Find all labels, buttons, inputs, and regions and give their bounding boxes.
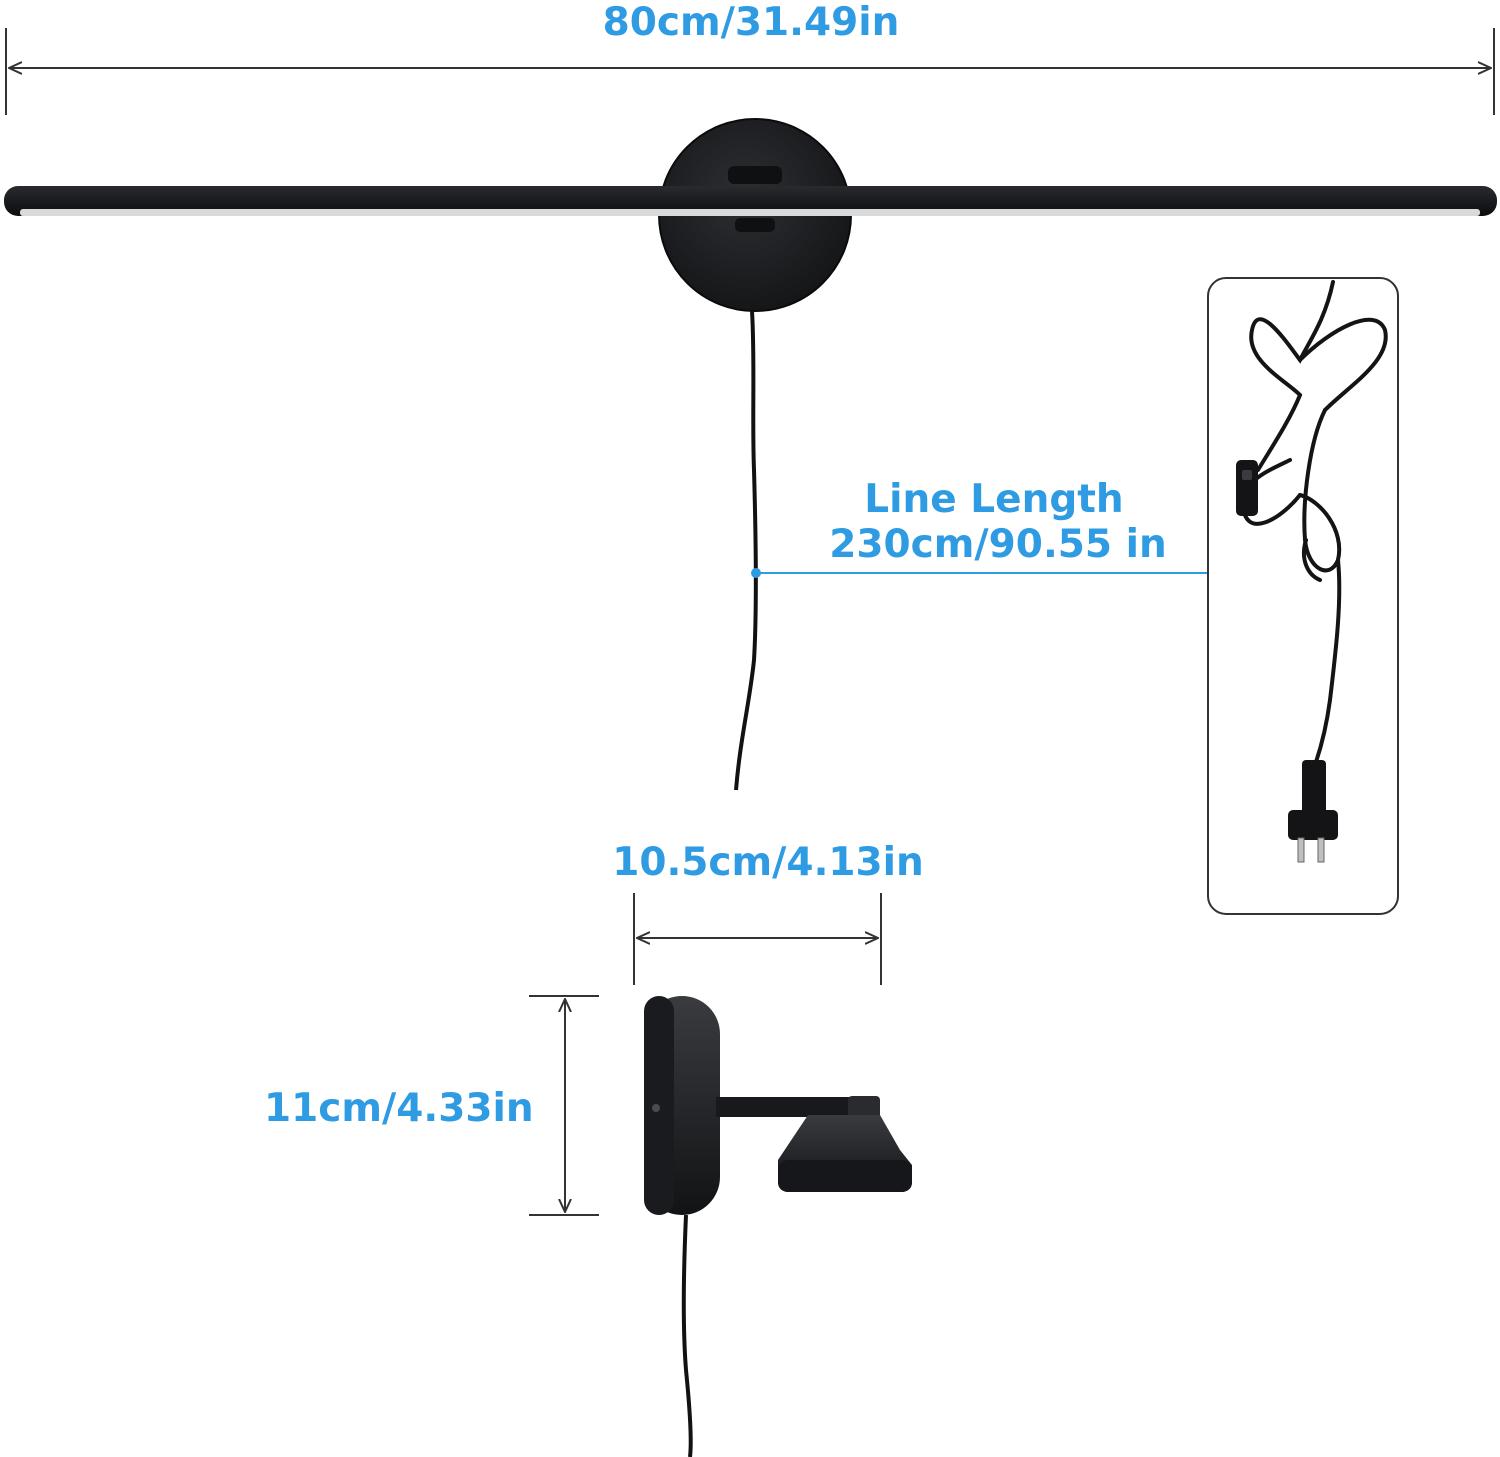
line-length-callout	[751, 568, 1208, 578]
width-dimension-line	[5, 28, 1495, 115]
power-cord-inset	[1207, 277, 1399, 915]
bar-light-fixture-icon	[4, 118, 1497, 791]
depth-dimension-label: 10.5cm/4.13in	[612, 840, 924, 885]
fixture-side-view-icon	[644, 996, 912, 1457]
line-length-title: Line Length	[864, 477, 1124, 522]
height-dimension-label: 11cm/4.33in	[264, 1086, 534, 1131]
width-dimension-label: 80cm/31.49in	[602, 0, 900, 45]
height-dimension-line	[529, 995, 599, 1216]
line-length-value: 230cm/90.55 in	[829, 522, 1167, 567]
depth-dimension-line	[633, 893, 882, 985]
